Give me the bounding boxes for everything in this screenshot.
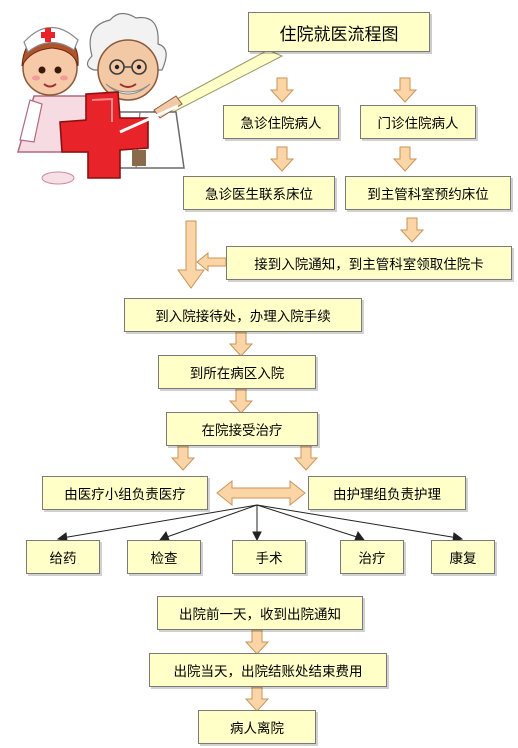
arrow-discharge-day-to-leave [245, 686, 269, 712]
step-receive-treatment: 在院接受治疗 [166, 412, 318, 446]
step-outpatient-patient: 门诊住院病人 [360, 105, 476, 139]
care-examination: 检查 [127, 540, 201, 574]
step-admission-desk: 到入院接待处，办理入院手续 [124, 298, 362, 332]
arrow-notice-to-left [196, 251, 227, 273]
step-day-before-discharge: 出院前一天，收到出院通知 [157, 596, 363, 630]
care-rehabilitation: 康复 [431, 540, 495, 574]
step-medical-team: 由医疗小组负责医疗 [42, 476, 208, 510]
care-surgery: 手术 [232, 540, 306, 574]
arrow-title-to-emergency [270, 77, 294, 103]
arrow-booking-to-notice [400, 217, 424, 243]
arrow-admission-to-ward [229, 331, 253, 357]
step-go-to-ward: 到所在病区入院 [158, 355, 316, 389]
double-arrow-teams [216, 479, 306, 507]
arrow-discharge-notice-to-day [245, 629, 269, 655]
care-medication: 给药 [26, 540, 100, 574]
step-book-bed: 到主管科室预约床位 [345, 176, 511, 210]
nurse-icon [17, 26, 101, 185]
fan-arrows [56, 504, 464, 542]
arrow-treatment-to-medical [171, 445, 195, 471]
flowchart-title: 住院就医流程图 [248, 12, 430, 52]
step-receive-notice: 接到入院通知，到主管科室领取住院卡 [226, 246, 512, 280]
step-nursing-team: 由护理组负责护理 [308, 476, 466, 510]
arrow-doctor-to-admission [177, 220, 205, 289]
arrow-ward-to-treatment [229, 388, 253, 414]
step-emergency-doctor-bed: 急诊医生联系床位 [183, 176, 335, 210]
step-emergency-patient: 急诊住院病人 [223, 105, 339, 139]
arrow-title-to-outpatient [393, 77, 417, 103]
red-cross-icon [59, 91, 149, 179]
step-discharge-day: 出院当天，出院结账处结束费用 [149, 653, 387, 687]
arrow-emergency-to-doctor [270, 146, 294, 172]
pointer-stick [119, 104, 179, 134]
step-leave-hospital: 病人离院 [198, 710, 316, 744]
arrow-treatment-to-nursing [294, 445, 318, 471]
arrow-outpatient-to-booking [393, 146, 417, 172]
care-therapy: 治疗 [340, 540, 404, 574]
